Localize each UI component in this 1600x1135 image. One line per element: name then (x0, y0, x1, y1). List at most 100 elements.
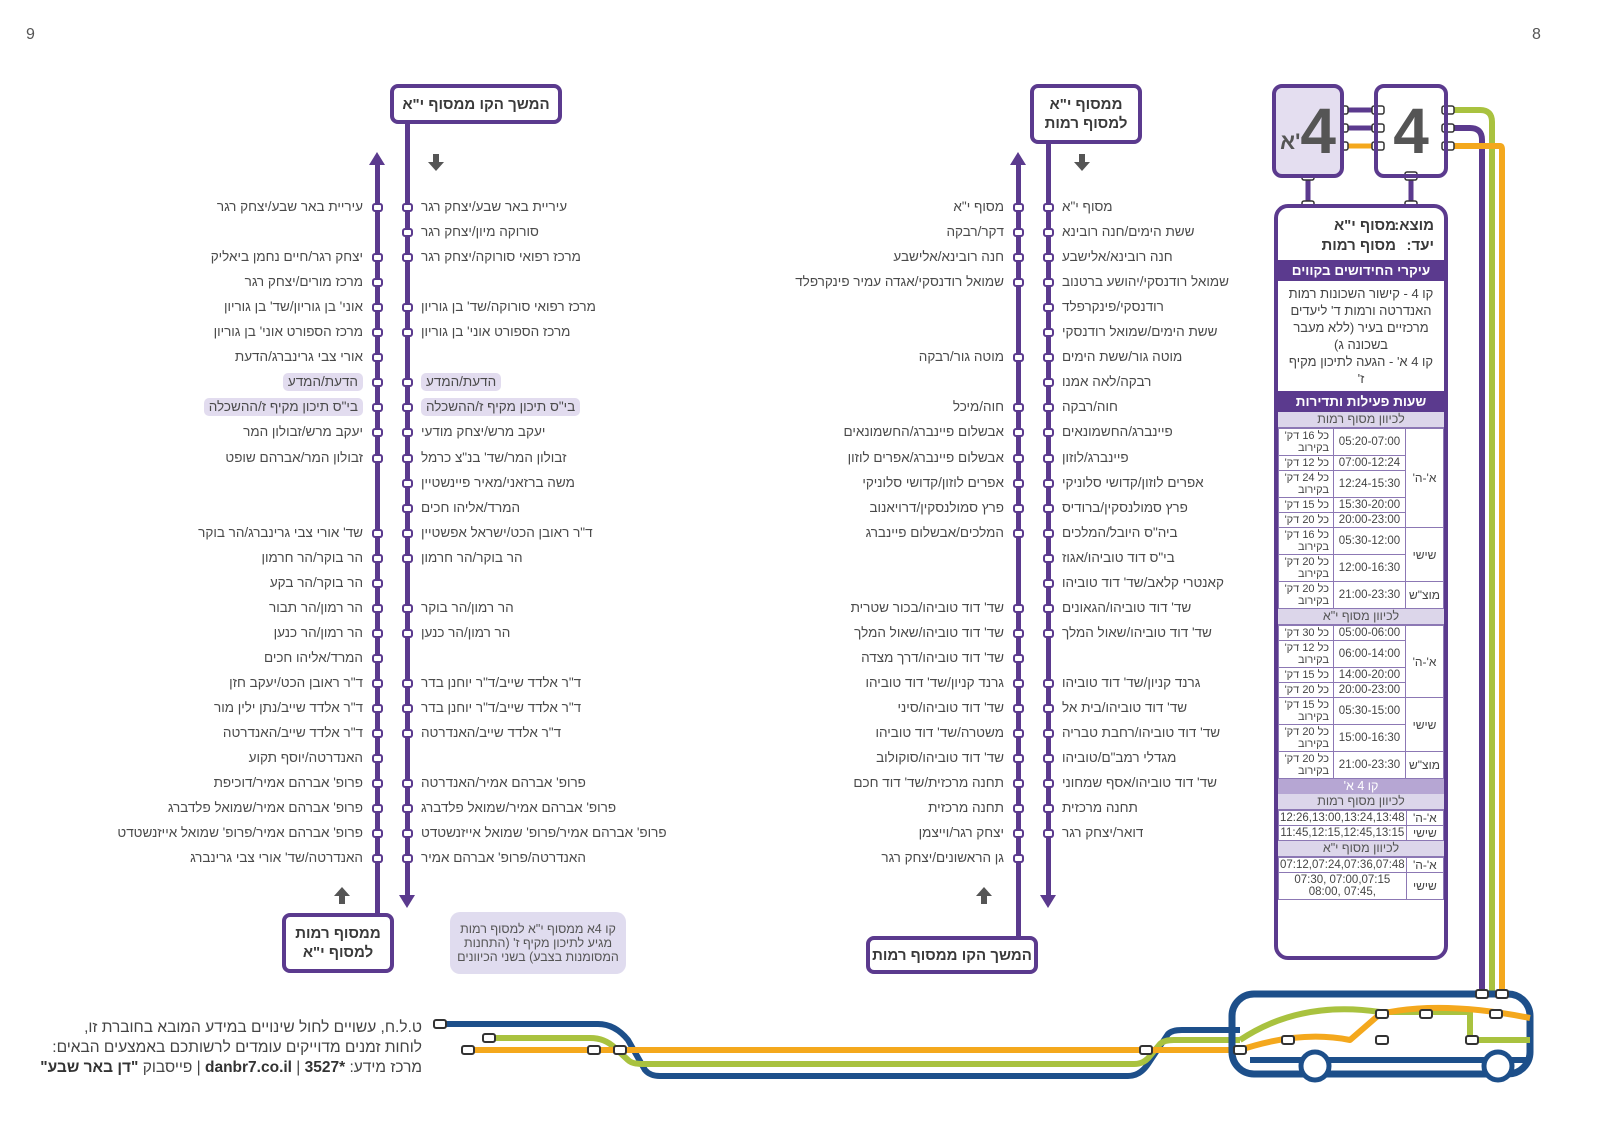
schedule-frequency: כל 20 דק' (1278, 682, 1334, 698)
stop-marker (402, 528, 413, 538)
origin-label: מוצא: (1394, 217, 1434, 234)
stop-marker (402, 328, 413, 338)
stop-marker (372, 403, 383, 413)
stop-marker (1013, 453, 1024, 463)
stop-label: פיינברג/לוזון (1062, 449, 1129, 465)
line-4a-direction-ya: לכיוון מסוף י"א (1278, 841, 1444, 857)
stop-label: האנדרטה/פרופ' אברהם אמיר (421, 850, 586, 866)
stop-marker (372, 453, 383, 463)
purple-vertical-line (1448, 125, 1485, 996)
stop-marker (1043, 503, 1054, 513)
schedule-time: 12:24-15:30 (1333, 470, 1406, 498)
schedule-day: שישי (1405, 825, 1444, 841)
page-number-left: 9 (26, 26, 35, 43)
stop-label: מוטה גור/ששת הימים (1062, 349, 1183, 365)
stop-marker (1043, 729, 1054, 739)
stop-label: גן הראשונים/יצחק רגר (881, 850, 1004, 866)
stop-label: שד' דוד טוביהו/רחבת טבריה (1062, 725, 1221, 741)
orange-vertical-line (1448, 143, 1505, 996)
stop-marker (1043, 253, 1054, 263)
stop-marker (402, 253, 413, 263)
schedule-time: 05:00-06:00 (1333, 625, 1406, 641)
stop-marker (1013, 678, 1024, 688)
direction-box-ya-to-ramot: ממסוף י"א למסוף רמות (1030, 84, 1142, 144)
stop-marker (1043, 228, 1054, 238)
stop-label: בי"ס תיכון מקיף ז/ההשכלה (203, 398, 363, 417)
stop-marker (1013, 854, 1024, 864)
schedule-time: 05:20-07:00 (1333, 428, 1406, 456)
stop-label: בי"ס תיכון מקיף ז/ההשכלה (421, 398, 581, 417)
stop-label: רודנסקי/פינקרפלד (1062, 299, 1164, 315)
schedule-departures: 12:26,13:00,13:24,13:48 (1278, 810, 1407, 826)
stop-label: יעקב מרש/זבולון המר (243, 424, 363, 440)
schedule-day: שישי (1405, 697, 1444, 752)
schedule-frequency: כל 16 דק' בקירוב (1278, 527, 1334, 555)
line-4-logo: 4 (1374, 84, 1448, 178)
stop-label: הר רמון/הר תבור (268, 599, 363, 615)
stop-marker (372, 253, 383, 263)
stop-label: בי"ס דוד טוביהו/אגוז (1062, 549, 1175, 565)
news-text: קו 4 - קישור השכונות רמות האנדרטה ורמות … (1278, 281, 1444, 391)
stop-label: הר בוקר/הר חרמון (261, 549, 363, 565)
stop-marker (402, 503, 413, 513)
stop-label: המרד/אליהו חכים (263, 649, 363, 665)
stop-label: פרופ' אברהם אמיר/האנדרטה (421, 775, 586, 791)
facebook-link[interactable]: "דן באר שבע" (40, 1059, 139, 1076)
stop-marker (1013, 729, 1024, 739)
line-info-panel: מוצא:מסוף י"א יעד:מסוף רמות עיקרי החידוש… (1274, 204, 1448, 960)
stop-marker (372, 428, 383, 438)
stop-label: משה ברזאני/מאיר פיינשטיין (421, 474, 575, 490)
stop-marker (1013, 829, 1024, 839)
stop-label: האנדרטה/יוסף תקוע (248, 750, 363, 766)
schedule-row: א'-ה'12:26,13:00,13:24,13:48 (1278, 810, 1444, 826)
line-4a-note: קו 4א ממסוף י"א למסוף רמות מגיע לתיכון מ… (450, 912, 626, 974)
stop-marker (1043, 378, 1054, 388)
stop-label: פרופ' אברהם אמיר/דוכיפת (213, 775, 363, 791)
stop-marker (1043, 428, 1054, 438)
schedule-day: שישי (1405, 527, 1444, 582)
stop-marker (1013, 278, 1024, 288)
stop-marker (372, 278, 383, 288)
stop-marker (402, 779, 413, 789)
route-line-ramot-continuation (1016, 162, 1021, 938)
stop-marker (372, 754, 383, 764)
stop-marker (372, 303, 383, 313)
direction-box-continue-from-ya: המשך הקו ממסוף י"א (390, 84, 562, 124)
bus-wheel-icon (1298, 1049, 1332, 1083)
schedule-time: 21:00-23:30 (1333, 751, 1406, 779)
stop-marker (372, 203, 383, 212)
info-phone[interactable]: *3527 (304, 1059, 346, 1076)
stop-label: ד"ר ראובן הכט/יעקב חזן (229, 674, 363, 690)
arrow-down-icon (399, 895, 415, 908)
stop-marker (1043, 678, 1054, 688)
destination-value: מסוף רמות (1321, 237, 1396, 254)
stop-label: ד"ר אלדד שייב/נתן ילין מור (214, 700, 363, 715)
info-label: מרכז מידע: (349, 1059, 422, 1076)
navy-route-line (440, 1021, 1240, 1079)
stop-label: חנה רובינא/אלישבע (893, 249, 1004, 265)
small-arrow-down-icon (1074, 154, 1090, 171)
stop-label: דואר/יצחק רגר (1062, 825, 1144, 841)
stop-label: מרכז מורים/יצחק רגר (244, 274, 363, 290)
stop-label: שמואל רודנסקי/יהושע ברטנוב (1062, 274, 1229, 290)
stop-label: מרכז רפואי סורוקה/יצחק רגר (421, 249, 581, 265)
schedule-frequency: כל 16 דק' בקירוב (1278, 428, 1334, 456)
stop-marker (1013, 704, 1024, 713)
footer-line-1: ט.ל.ח, עשויים לחול שינויים במידע המובא ב… (84, 1019, 422, 1036)
footer-notice: ט.ל.ח, עשויים לחול שינויים במידע המובא ב… (40, 1018, 422, 1078)
direction-ya-header: לכיוון מסוף י"א (1278, 609, 1444, 625)
website-link[interactable]: danbr7.co.il (205, 1059, 292, 1076)
stop-label: רבקה/לאה אמנו (1062, 374, 1152, 390)
line-4a-logo: א' 4 (1272, 84, 1344, 178)
stop-label: אפרים לוזון/קדושי סלוניקי (1062, 474, 1204, 490)
stop-marker (402, 729, 413, 739)
schedule-frequency: כל 20 דק' בקירוב (1278, 554, 1334, 582)
small-arrow-up-icon (334, 887, 350, 904)
stop-label: עיריית באר שבע/יצחק רגר (216, 199, 363, 214)
schedule-day: א'-ה' (1405, 857, 1444, 873)
